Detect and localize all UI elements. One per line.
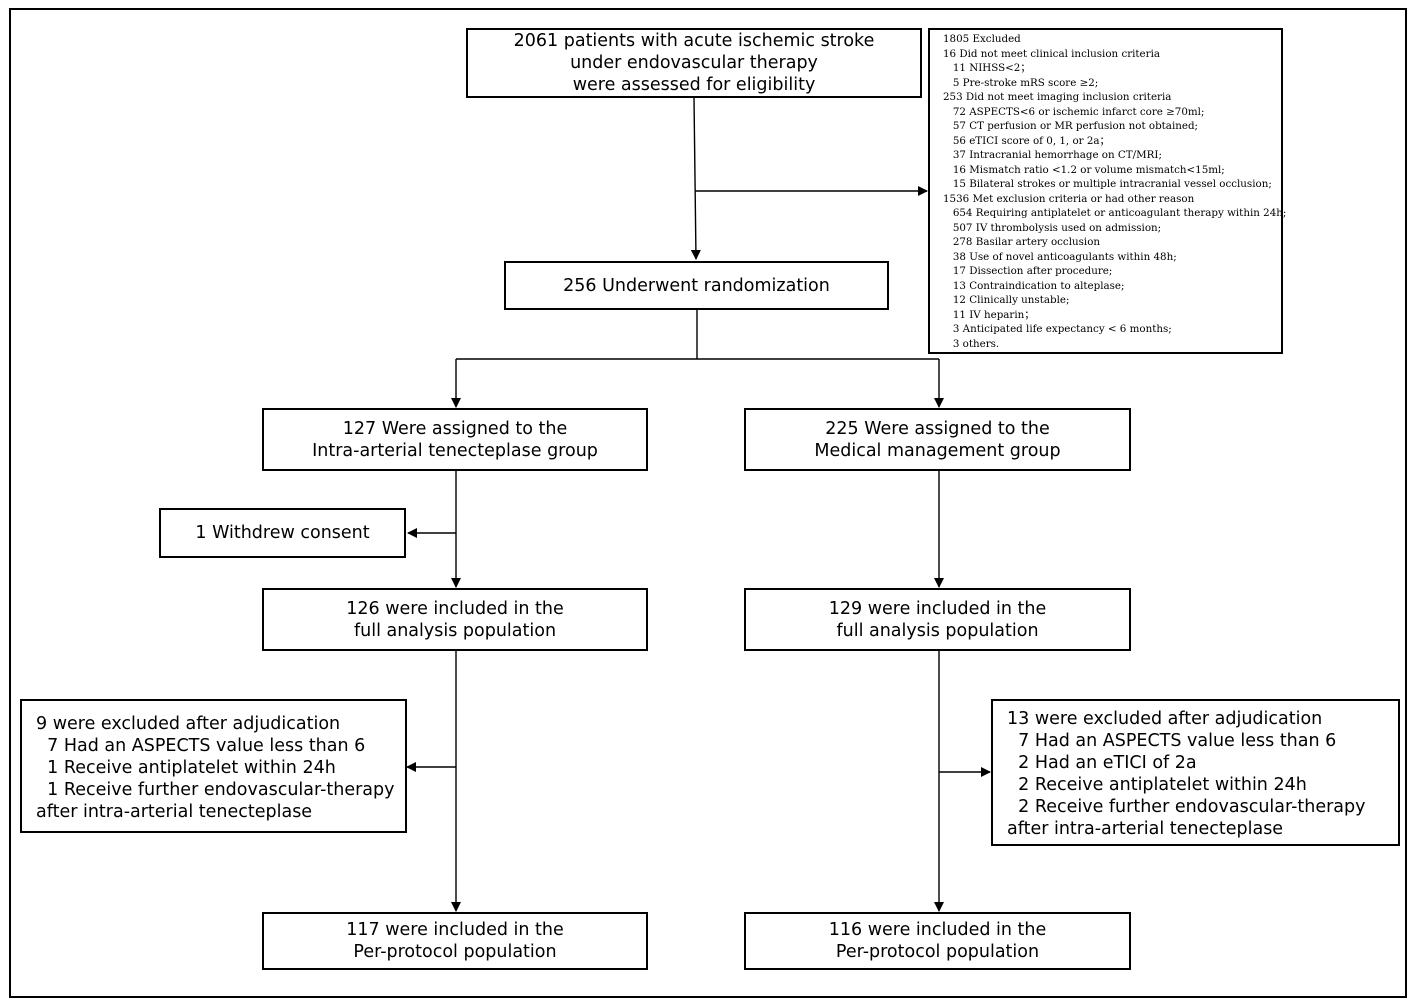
excluded-line: 16 Mismatch ratio <1.2 or volume mismatc… xyxy=(943,163,1225,176)
excluded-line: 13 Contraindication to alteplase; xyxy=(943,279,1125,292)
right-per-protocol-box: 116 were included in the Per-protocol po… xyxy=(744,912,1131,970)
diagram-frame xyxy=(9,8,1407,998)
left-per-protocol-line: 117 were included in the xyxy=(346,920,564,940)
excluded-line: 507 IV thrombolysis used on admission; xyxy=(943,221,1162,234)
excluded-line: 72 ASPECTS<6 or ischemic infarct core ≥7… xyxy=(943,105,1205,118)
excluded-line: 3 others. xyxy=(943,337,1000,350)
left-assigned-line: 127 Were assigned to the xyxy=(342,418,568,439)
excluded-line: 3 Anticipated life expectancy < 6 months… xyxy=(943,323,1172,335)
excluded-line: 1805 Excluded xyxy=(943,33,1021,45)
excluded-line: 56 eTICI score of 0, 1, or 2a； xyxy=(943,134,1110,147)
left-full-analysis-line: 126 were included in the xyxy=(346,598,564,619)
right-assigned-box: 225 Were assigned to the Medical managem… xyxy=(744,408,1131,471)
excluded-line: 11 IV heparin； xyxy=(943,308,1035,321)
left-adjudication-line: 7 Had an ASPECTS value less than 6 xyxy=(36,736,366,756)
right-adjudication-box: 13 were excluded after adjudication 7 Ha… xyxy=(991,699,1400,846)
withdrew-line: 1 Withdrew consent xyxy=(195,523,370,543)
withdrew-consent-box: 1 Withdrew consent xyxy=(159,508,406,558)
excluded-line: 253 Did not meet imaging inclusion crite… xyxy=(943,91,1172,103)
right-full-analysis-box: 129 were included in the full analysis p… xyxy=(744,588,1131,651)
right-adjudication-line: 2 Receive further endovascular-therapy xyxy=(1007,797,1366,817)
screening-line: were assessed for eligibility xyxy=(572,75,816,95)
right-adjudication-line: 2 Had an eTICI of 2a xyxy=(1007,753,1197,773)
right-adjudication-line: 7 Had an ASPECTS value less than 6 xyxy=(1007,731,1337,751)
randomization-box: 256 Underwent randomization xyxy=(504,261,889,310)
excluded-line: 12 Clinically unstable; xyxy=(943,294,1070,306)
excluded-line: 15 Bilateral strokes or multiple intracr… xyxy=(943,178,1272,190)
right-per-protocol-line: Per-protocol population xyxy=(835,942,1040,962)
screening-line: under endovascular therapy xyxy=(570,53,818,73)
screening-line: 2061 patients with acute ischemic stroke xyxy=(513,31,875,51)
left-per-protocol-box: 117 were included in the Per-protocol po… xyxy=(262,912,648,970)
excluded-line: 654 Requiring antiplatelet or anticoagul… xyxy=(943,207,1287,219)
left-full-analysis-box: 126 were included in the full analysis p… xyxy=(262,588,648,651)
randomization-line: 256 Underwent randomization xyxy=(563,275,830,296)
excluded-line: 11 NIHSS<2； xyxy=(943,62,1031,74)
right-assigned-line: Medical management group xyxy=(814,440,1061,461)
left-full-analysis-line: full analysis population xyxy=(353,620,557,641)
excluded-box: 1805 Excluded 16 Did not meet clinical i… xyxy=(928,28,1287,354)
left-per-protocol-line: Per-protocol population xyxy=(353,942,557,962)
excluded-line: 17 Dissection after procedure; xyxy=(943,265,1113,277)
excluded-line: 57 CT perfusion or MR perfusion not obta… xyxy=(943,120,1199,132)
left-assigned-line: Intra-arterial tenecteplase group xyxy=(312,440,598,461)
right-full-analysis-line: full analysis population xyxy=(836,620,1039,641)
excluded-line: 278 Basilar artery occlusion xyxy=(943,236,1101,248)
excluded-line: 16 Did not meet clinical inclusion crite… xyxy=(943,47,1161,60)
left-adjudication-line: 9 were excluded after adjudication xyxy=(36,714,341,734)
right-per-protocol-line: 116 were included in the xyxy=(828,920,1047,940)
left-adjudication-line: 1 Receive further endovascular-therapy xyxy=(36,780,395,800)
excluded-line: 38 Use of novel anticoagulants within 48… xyxy=(943,250,1177,263)
arrow-screening-to-randomization xyxy=(690,97,701,260)
right-adjudication-line: 13 were excluded after adjudication xyxy=(1007,709,1323,729)
excluded-line: 1536 Met exclusion criteria or had other… xyxy=(943,192,1195,205)
excluded-line: 5 Pre-stroke mRS score ≥2; xyxy=(943,76,1099,89)
right-adjudication-line: 2 Receive antiplatelet within 24h xyxy=(1007,775,1307,795)
left-adjudication-box: 9 were excluded after adjudication 7 Had… xyxy=(20,699,407,833)
right-full-analysis-line: 129 were included in the xyxy=(828,598,1047,619)
right-adjudication-line: after intra-arterial tenecteplase xyxy=(1007,819,1284,839)
right-assigned-line: 225 Were assigned to the xyxy=(825,418,1050,439)
left-adjudication-line: 1 Receive antiplatelet within 24h xyxy=(36,758,336,778)
screening-box: 2061 patients with acute ischemic stroke… xyxy=(466,28,922,98)
left-assigned-box: 127 Were assigned to the Intra-arterial … xyxy=(262,408,648,471)
left-adjudication-line: after intra-arterial tenecteplase xyxy=(36,802,313,822)
excluded-line: 37 Intracranial hemorrhage on CT/MRI; xyxy=(943,149,1162,161)
